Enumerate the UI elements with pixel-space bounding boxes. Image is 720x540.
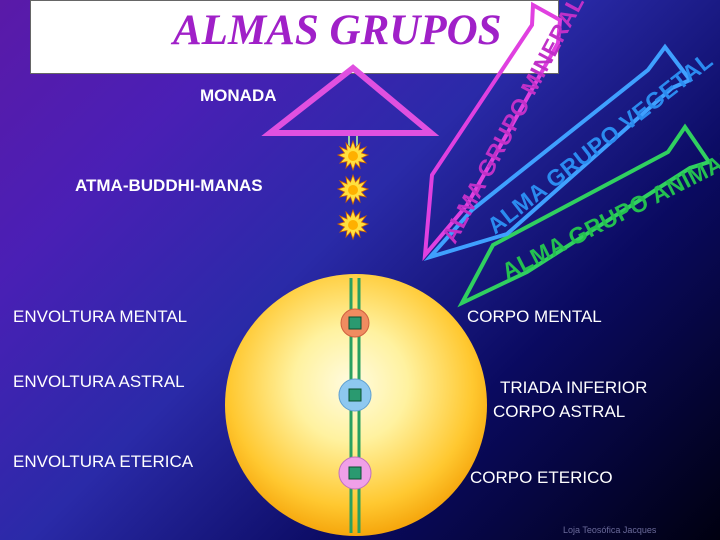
label-corpo-astral: CORPO ASTRAL (493, 402, 626, 421)
label-atma-buddhi-manas: ATMA-BUDDHI-MANAS (75, 176, 263, 195)
etheric-body-core (348, 466, 362, 480)
label-envoltura-eterica: ENVOLTURA ETERICA (13, 452, 194, 471)
arrow-vegetal (423, 43, 694, 261)
page-title: ALMAS GRUPOS (173, 7, 502, 54)
atma-star-icon (337, 140, 369, 171)
credit-text: Loja Teosófica Jacques (563, 525, 657, 535)
monad-triangle (261, 64, 440, 136)
mental-body-core (348, 316, 362, 330)
arrow-animal (457, 123, 713, 308)
title-box (30, 0, 559, 74)
arrow-mineral (422, 1, 563, 262)
label-envoltura-astral: ENVOLTURA ASTRAL (13, 372, 185, 391)
label-corpo-mental: CORPO MENTAL (467, 307, 602, 326)
label-triada-inferior: TRIADA INFERIOR (500, 378, 648, 397)
buddhi-star-icon (337, 174, 369, 205)
label-corpo-eterico: CORPO ETERICO (470, 468, 613, 487)
label-monada: MONADA (200, 86, 277, 105)
label-envoltura-mental: ENVOLTURA MENTAL (13, 307, 188, 326)
manas-star-icon (337, 209, 369, 240)
astral-body-core (348, 388, 362, 402)
